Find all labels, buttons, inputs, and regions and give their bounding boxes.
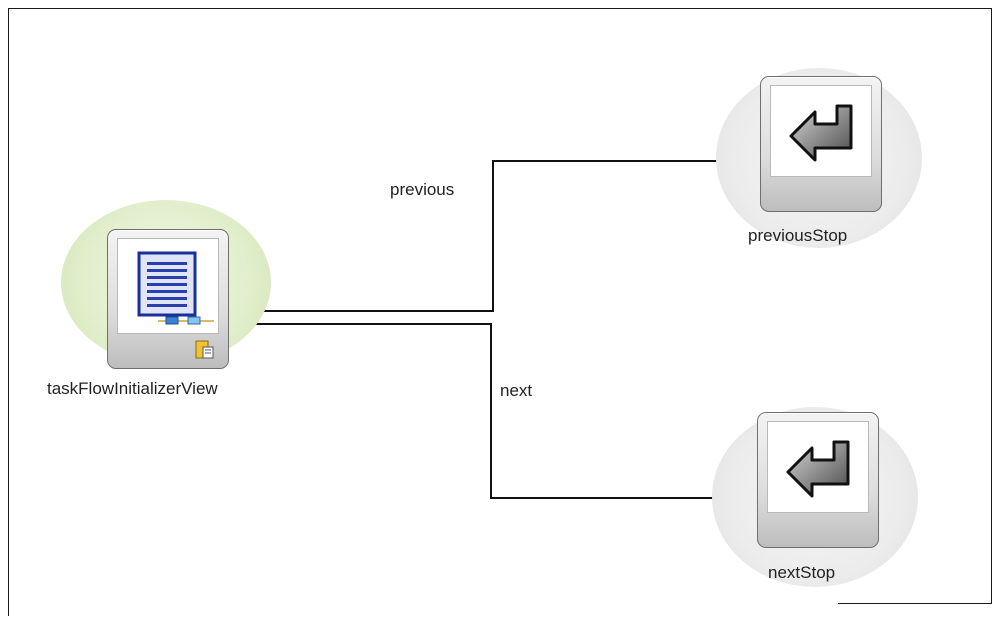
view-activity-tile[interactable] [107,229,229,369]
node-label-view: taskFlowInitializerView [47,379,218,398]
node-label-next-stop: nextStop [768,563,836,582]
return-activity-tile[interactable] [760,76,882,212]
default-activity-badge-icon [195,340,214,359]
return-arrow-icon [786,440,850,498]
edge-previous[interactable] [229,155,759,312]
edge-label-next: next [500,381,533,400]
edge-label-previous: previous [390,180,455,199]
canvas-border-right [991,8,992,604]
canvas-border-left [8,8,9,616]
view-page-icon [137,251,214,325]
canvas-border-bottom [838,603,992,604]
node-label-previous-stop: previousStop [748,226,848,245]
canvas-border-top [8,8,992,9]
return-arrow-icon [789,104,853,162]
edge-next[interactable] [229,323,756,504]
return-activity-tile[interactable] [757,412,879,548]
